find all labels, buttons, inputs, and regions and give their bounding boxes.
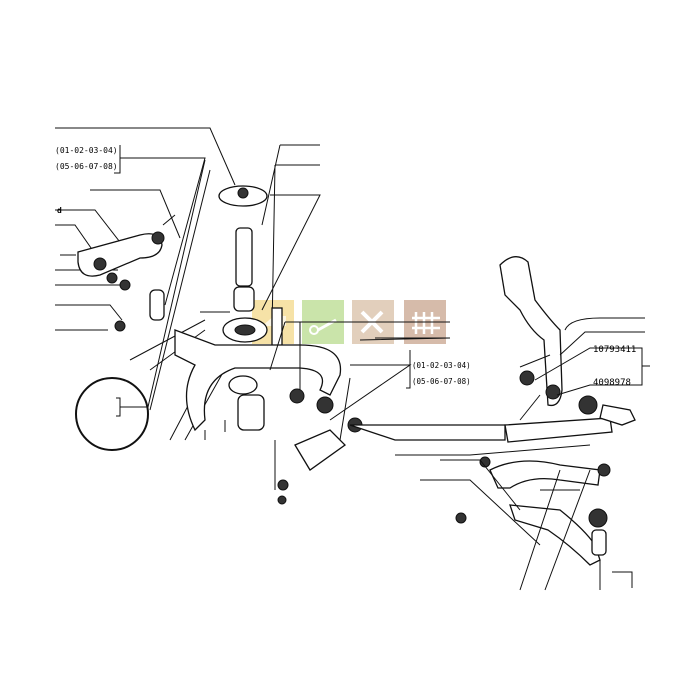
label-ref-d: d [57, 206, 62, 215]
label-part-10793411: 10793411 [593, 345, 637, 355]
label-range-left-2: (05-06-07-08) [55, 162, 118, 171]
label-part-4098978: 4098978 [593, 378, 631, 388]
label-range-mid-1: (01-02-03-04) [412, 361, 471, 370]
detail-callout-circle [75, 377, 149, 451]
label-range-mid-2: (05-06-07-08) [412, 377, 471, 386]
label-range-left-1: (01-02-03-04) [55, 146, 118, 155]
